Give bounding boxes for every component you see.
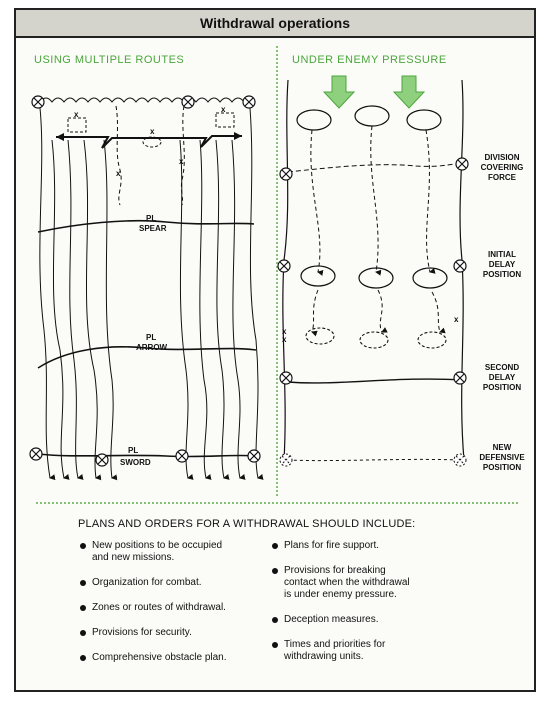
svg-text:x: x	[221, 105, 226, 114]
boundary-symbol	[181, 95, 195, 109]
unit-symbol	[67, 117, 87, 133]
boundary-symbol	[29, 447, 43, 461]
boundary-symbol	[453, 371, 467, 385]
label-covering-1: DIVISION	[484, 153, 519, 162]
delay-unit	[300, 265, 336, 287]
boundary-symbol	[279, 453, 293, 467]
svg-text:x: x	[454, 315, 459, 324]
svg-text:x: x	[150, 127, 155, 136]
boundary-symbol	[455, 157, 469, 171]
label-covering-2: COVERING	[481, 163, 524, 172]
panel-divider	[276, 46, 278, 496]
list-item: Provisions for security.	[80, 627, 227, 639]
boundary-symbol	[175, 449, 189, 463]
second-delay-unit	[417, 331, 447, 349]
boundary-symbol	[279, 371, 293, 385]
pl-label-sword: PL	[128, 446, 138, 455]
list-item: Deception measures.	[272, 614, 410, 626]
boundary-symbol	[279, 167, 293, 181]
label-second-3: POSITION	[483, 383, 521, 392]
covering-unit	[354, 105, 390, 127]
label-initial-2: DELAY	[489, 260, 516, 269]
label-second-1: SECOND	[485, 363, 519, 372]
pl-name-spear: SPEAR	[139, 224, 167, 233]
label-covering-3: FORCE	[488, 173, 517, 182]
svg-text:x: x	[282, 327, 287, 336]
right-panel-heading: UNDER ENEMY PRESSURE	[292, 54, 447, 66]
label-new-1: NEW	[493, 443, 512, 452]
left-panel-diagram: x x x x x	[29, 95, 264, 481]
boundary-symbol	[277, 259, 291, 273]
enemy-arrow	[322, 75, 356, 109]
boundary-symbol	[453, 259, 467, 273]
plans-heading: PLANS AND ORDERS FOR A WITHDRAWAL SHOULD…	[78, 518, 416, 530]
unit-symbol	[142, 136, 162, 148]
list-item: Plans for fire support.	[272, 540, 410, 552]
pl-name-sword: SWORD	[120, 458, 151, 467]
list-item: Comprehensive obstacle plan.	[80, 652, 227, 664]
svg-text:x: x	[282, 335, 287, 344]
boundary-symbol	[31, 95, 45, 109]
unit-symbol	[215, 112, 235, 128]
left-panel-heading: USING MULTIPLE ROUTES	[34, 54, 185, 66]
delay-unit	[358, 267, 394, 289]
svg-text:x: x	[116, 169, 121, 178]
delay-unit	[412, 267, 448, 289]
forward-edge-boundary	[39, 97, 245, 103]
phase-line-spear	[37, 219, 255, 233]
plans-right-list: Plans for fire support. Provisions for b…	[272, 540, 410, 663]
label-second-2: DELAY	[489, 373, 516, 382]
boundary-symbol	[453, 453, 467, 467]
boundary-symbol	[247, 449, 261, 463]
pl-name-arrow: ARROW	[136, 343, 168, 352]
second-delay-unit	[305, 327, 335, 345]
figure-frame: Withdrawal operations USING MULTIPLE ROU…	[14, 8, 536, 692]
right-panel-diagram: x x x DIVISION COVERING	[277, 75, 525, 472]
label-initial-1: INITIAL	[488, 250, 516, 259]
withdrawal-diagram: x x x x x	[29, 75, 525, 481]
second-delay-unit	[359, 331, 389, 349]
label-new-3: POSITION	[483, 463, 521, 472]
list-item: Zones or routes of withdrawal.	[80, 602, 227, 614]
boundary-symbol	[95, 453, 109, 467]
enemy-arrow	[392, 75, 426, 109]
covering-unit	[296, 109, 332, 131]
covering-unit	[406, 109, 442, 131]
pl-label-arrow: PL	[146, 333, 156, 342]
figure-title: Withdrawal operations	[16, 10, 534, 38]
label-new-2: DEFENSIVE	[479, 453, 525, 462]
phase-line-sword	[37, 453, 257, 458]
label-initial-3: POSITION	[483, 270, 521, 279]
list-item: Organization for combat.	[80, 577, 227, 589]
phase-line-arrow	[37, 346, 257, 369]
pl-label-spear: PL	[146, 214, 156, 223]
section-divider	[36, 502, 518, 504]
svg-text:x: x	[74, 110, 79, 119]
boundary-symbol	[242, 95, 256, 109]
